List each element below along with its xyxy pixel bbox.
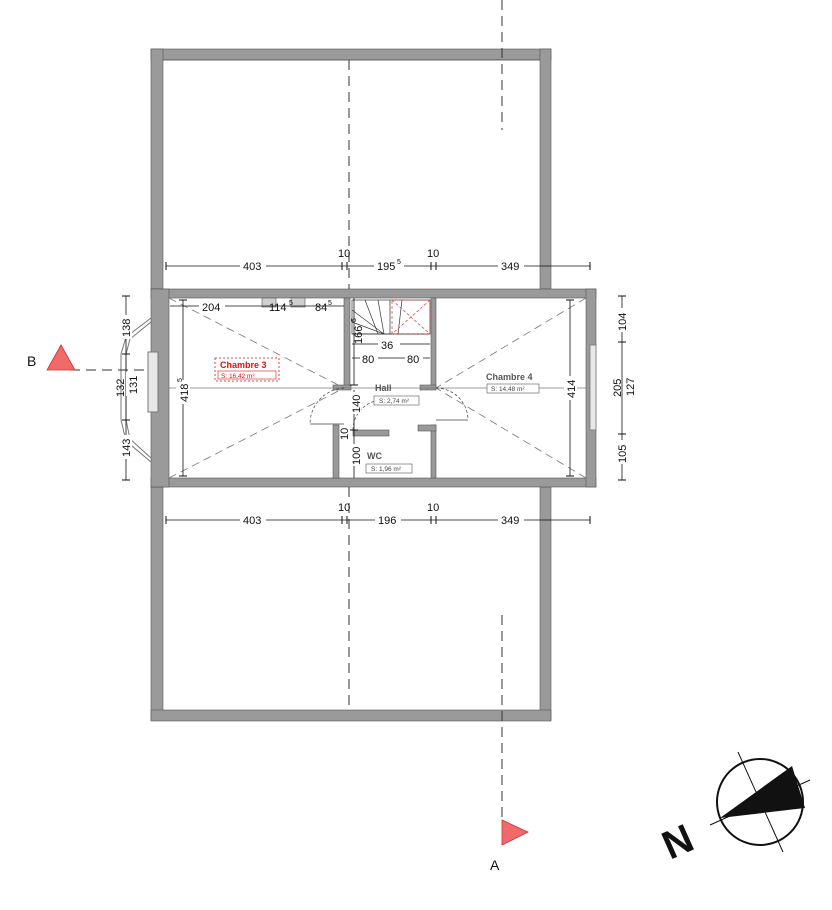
dim-204: 204 (202, 302, 220, 314)
dim-114-sup: 5 (289, 300, 293, 307)
dimension-ticks (122, 262, 626, 524)
hall-label: Hall (375, 383, 392, 393)
north-label: N (656, 816, 700, 868)
dim-left-132: 132 (115, 379, 127, 397)
dim-left-143: 143 (121, 439, 133, 457)
roof-lines (168, 297, 587, 479)
chambre4-area: S: 14,48 m² (491, 386, 525, 393)
dim-bot-10a: 10 (338, 502, 350, 514)
dim-top-10b: 10 (427, 248, 439, 260)
wc-area: S: 1,96 m² (371, 466, 402, 473)
dim-140: 140 (351, 395, 363, 413)
dim-84: 84 (315, 302, 327, 314)
dim-left-138: 138 (121, 319, 133, 337)
chambre3-label: Chambre 3 (220, 360, 267, 370)
dim-84-sup: 5 (328, 300, 332, 307)
dim-418-sup: 5 (177, 378, 184, 382)
section-b-label: B (27, 353, 36, 369)
staircase (351, 299, 431, 335)
dim-80a: 80 (362, 354, 374, 366)
lower-room-walls (150, 486, 552, 722)
dim-bot-196: 196 (378, 515, 396, 527)
dim-418: 418 (179, 384, 191, 402)
dim-right-127: 127 (625, 378, 637, 396)
dim-166: 166 (353, 326, 365, 344)
dim-right-105: 105 (617, 445, 629, 463)
middle-floor-walls (150, 288, 597, 488)
dim-top-403: 403 (243, 261, 261, 273)
dim-top-195: 195 (377, 261, 395, 273)
dim-bot-403: 403 (243, 515, 261, 527)
dim-top-195-sup: 5 (397, 259, 401, 266)
dim-right-205: 205 (612, 379, 624, 397)
section-a-marker-icon (501, 819, 529, 846)
dim-36: 36 (381, 340, 393, 352)
dim-bot-349: 349 (501, 515, 519, 527)
dim-100: 100 (351, 447, 363, 465)
dim-166-sup: 5 (351, 318, 358, 322)
dim-top-349: 349 (501, 261, 519, 273)
right-window (589, 344, 597, 431)
dim-left-131: 131 (128, 376, 140, 394)
axis-lines (70, 0, 503, 820)
chambre4-label: Chambre 4 (486, 372, 533, 382)
dim-right-104: 104 (617, 313, 629, 331)
dim-414: 414 (566, 380, 578, 398)
compass-icon (709, 751, 811, 853)
dim-114: 114 (269, 302, 287, 314)
chambre3-area: S: 16,42 m² (221, 373, 255, 380)
wc-label: WC (367, 451, 382, 461)
section-a-label: A (490, 857, 500, 873)
dim-top-10a: 10 (338, 248, 350, 260)
upper-room-walls (150, 48, 552, 290)
dim-10-vert: 10 (339, 428, 351, 440)
dim-80b: 80 (407, 354, 419, 366)
dim-bot-10b: 10 (427, 502, 439, 514)
section-b-marker-icon (46, 344, 76, 371)
hall-area: S: 2,74 m² (379, 398, 410, 405)
